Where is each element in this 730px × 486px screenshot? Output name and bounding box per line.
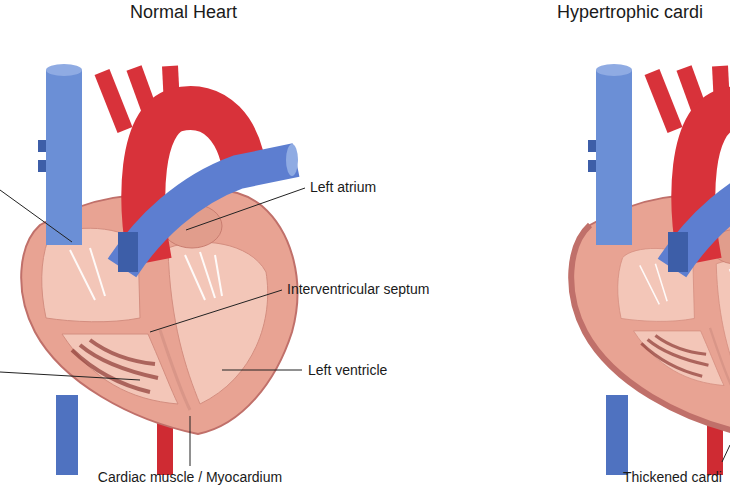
part-label: Cardiac muscle / Myocardium [98, 469, 282, 486]
part-label: Interventricular septum [287, 281, 429, 298]
part-label: Left atrium [310, 179, 376, 196]
part-label: Thickened cardi [623, 469, 722, 486]
heart-title: Normal Heart [130, 2, 237, 24]
heart-title: Hypertrophic cardi [557, 2, 703, 24]
part-label: Left ventricle [308, 362, 387, 379]
leader-lines [0, 188, 730, 466]
